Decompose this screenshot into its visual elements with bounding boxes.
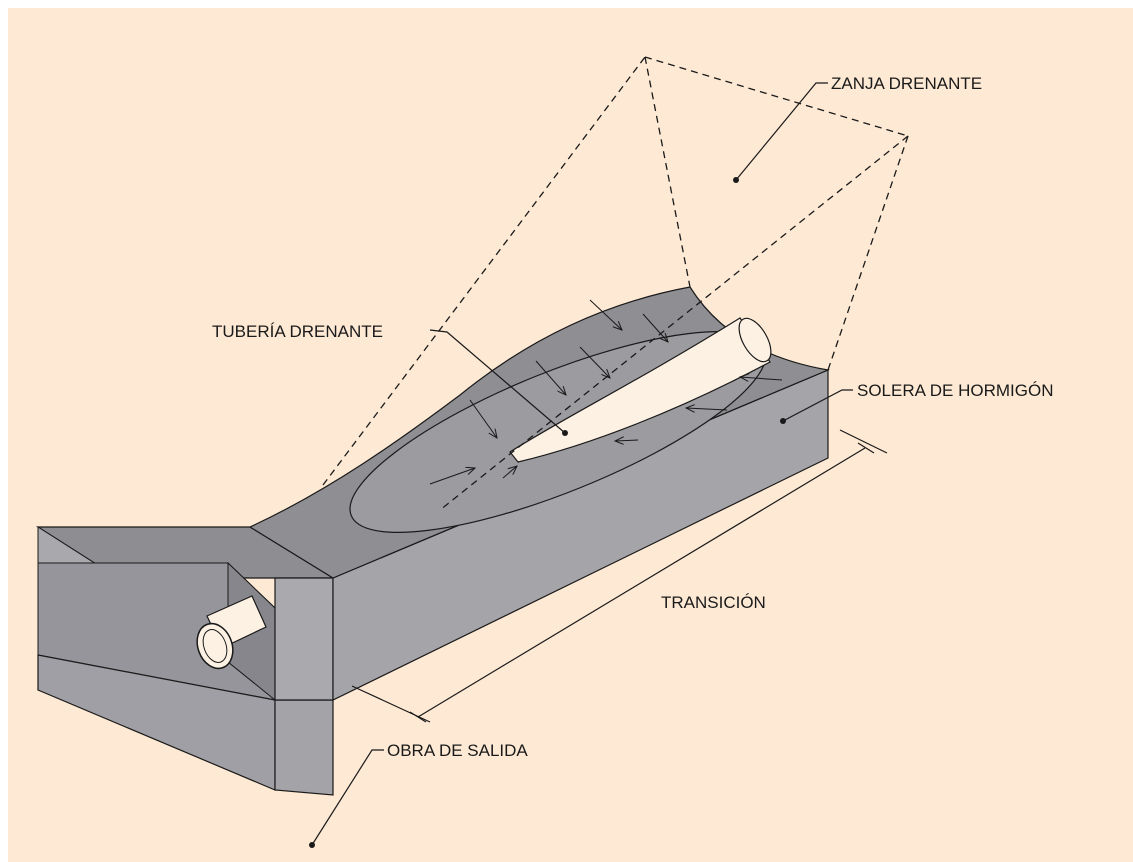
outlet-structure <box>35 526 336 796</box>
label-zanja-drenante: ZANJA DRENANTE <box>831 74 982 93</box>
trench-dashed-outline <box>322 56 909 511</box>
outlet-front-pillar <box>274 699 334 796</box>
label-solera-hormigon: SOLERA DE HORMIGÓN <box>857 381 1053 400</box>
leader-dots <box>309 177 786 848</box>
outlet-pipe <box>196 595 267 670</box>
transition-dimension <box>351 429 888 723</box>
leader-lines <box>311 82 853 846</box>
label-obra-salida: OBRA DE SALIDA <box>387 741 528 760</box>
outlet-right-column <box>274 577 334 701</box>
drain-pipe <box>509 317 772 463</box>
label-transicion: TRANSICIÓN <box>661 593 766 612</box>
label-tuberia-drenante: TUBERÍA DRENANTE <box>212 322 383 341</box>
flow-arrows <box>429 299 783 485</box>
